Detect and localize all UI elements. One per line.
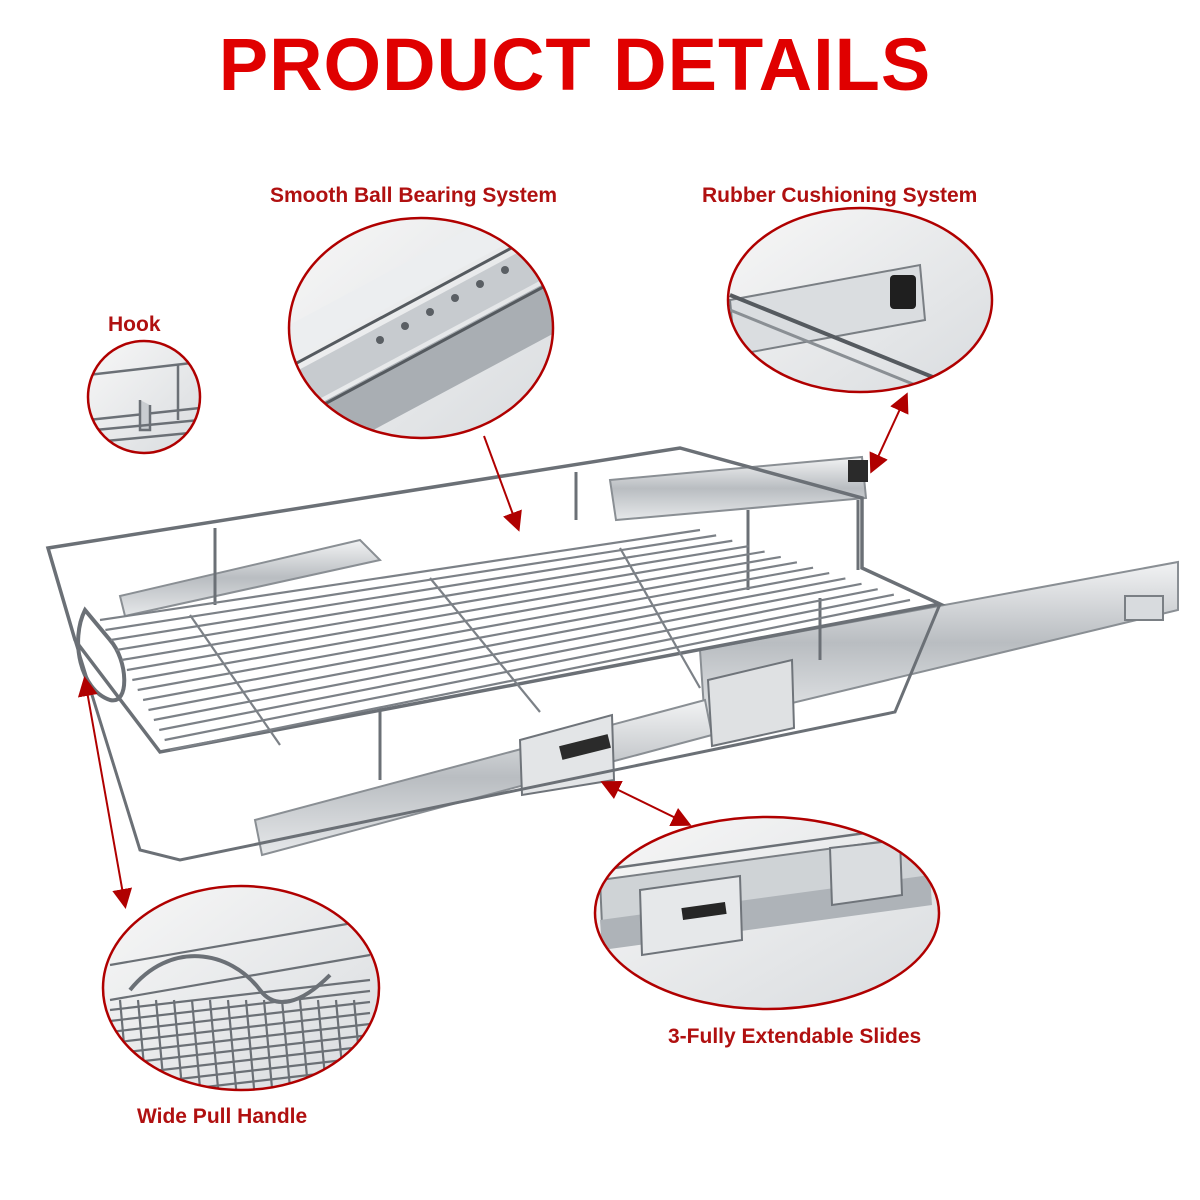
label-rubber-cushioning: Rubber Cushioning System: [702, 184, 978, 207]
ball-bearing-pointer: [483, 435, 522, 532]
label-slides: 3-Fully Extendable Slides: [668, 1025, 922, 1048]
slide-pointer: [600, 781, 692, 826]
hook-detail: [86, 339, 202, 455]
ball-bearing-detail: [287, 216, 555, 440]
label-ball-bearing: Smooth Ball Bearing System: [270, 184, 558, 207]
pull-handle-pointer: [77, 676, 133, 909]
pull-handle-detail: [101, 884, 381, 1092]
rubber-cushion-pointer: [869, 392, 909, 474]
label-pull-handle: Wide Pull Handle: [137, 1105, 308, 1128]
drawer-basket: [45, 446, 1179, 862]
label-hook: Hook: [108, 313, 161, 336]
rubber-cushion-detail: [726, 206, 994, 394]
basket-grid: [99, 528, 911, 752]
slide-detail: [593, 815, 941, 1011]
page-title: PRODUCT DETAILS: [218, 23, 932, 106]
